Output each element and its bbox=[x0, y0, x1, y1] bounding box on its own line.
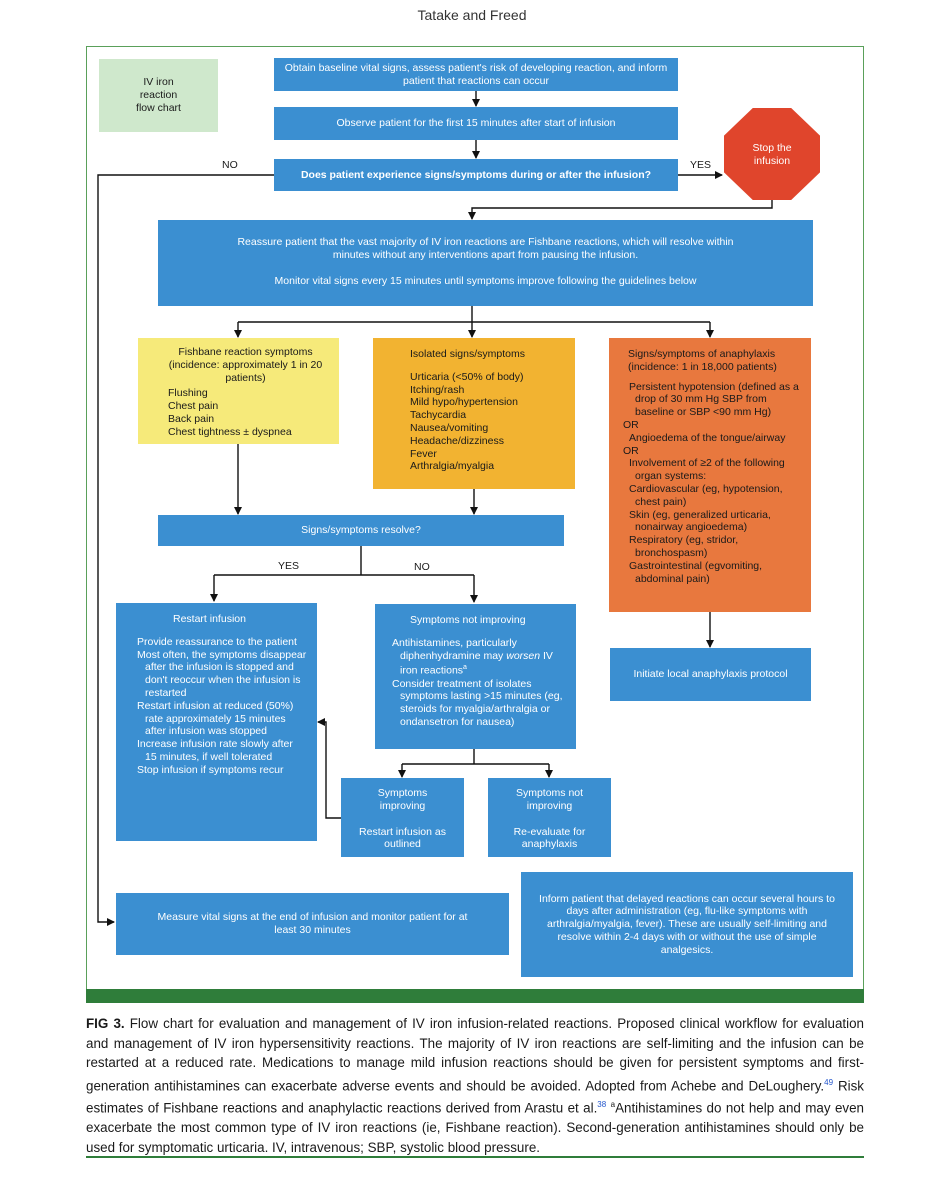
caption-text-1: Flow chart for evaluation and management… bbox=[86, 1016, 864, 1093]
stop-line-2: infusion bbox=[753, 155, 791, 167]
list-item: Skin (eg, generalized urticaria, nonairw… bbox=[629, 508, 771, 534]
arrow-no-measure bbox=[97, 174, 274, 926]
reference-49-link[interactable]: 49 bbox=[824, 1077, 834, 1087]
restart-list: Provide reassurance to the patient Most … bbox=[137, 636, 307, 777]
figure-label: FIG 3. bbox=[86, 1016, 125, 1031]
anaphylaxis-protocol-text: Initiate local anaphylaxis protocol bbox=[633, 668, 788, 681]
list-item: Tachycardia bbox=[410, 409, 467, 422]
isolated-title: Isolated signs/symptoms bbox=[410, 348, 525, 360]
fishbane-box: Fishbane reaction symptoms (incidence: a… bbox=[138, 338, 339, 444]
monitor-text: Monitor vital signs every 15 minutes unt… bbox=[274, 274, 697, 287]
list-item: Back pain bbox=[168, 412, 215, 425]
list-item: Chest pain bbox=[168, 400, 219, 413]
reassure-box: Reassure patient that the vast majority … bbox=[158, 220, 813, 306]
list-item: Restart infusion at reduced (50%) rate a… bbox=[137, 699, 294, 738]
treatment-note: Consider treatment of isolates symptoms … bbox=[392, 677, 563, 729]
title-line-2: reaction bbox=[139, 89, 178, 102]
anaphylaxis-angioedema: Angioedema of the tongue/airway bbox=[629, 431, 786, 444]
restart-title: Restart infusion bbox=[173, 613, 246, 625]
fishbane-list: Flushing Chest pain Back pain Chest tigh… bbox=[168, 387, 327, 438]
delayed-reactions-text: Inform patient that delayed reactions ca… bbox=[539, 892, 835, 956]
list-item: Fever bbox=[410, 447, 437, 460]
organ-system-list: Cardiovascular (eg, hypotension, chest p… bbox=[623, 483, 801, 585]
anaphylaxis-title: Signs/symptoms of anaphylaxis (incidence… bbox=[628, 348, 777, 373]
anaphylaxis-protocol-box: Initiate local anaphylaxis protocol bbox=[610, 648, 811, 701]
measure-vitals-box: Measure vital signs at the end of infusi… bbox=[116, 893, 509, 955]
stop-line-1: Stop the bbox=[752, 142, 792, 154]
anaphylaxis-box: Signs/symptoms of anaphylaxis (incidence… bbox=[609, 338, 811, 612]
step-baseline-text: Obtain baseline vital signs, assess pati… bbox=[284, 61, 668, 87]
list-item: Gastrointestinal (egvomiting, abdominal … bbox=[629, 559, 763, 585]
list-item: Nausea/vomiting bbox=[410, 421, 489, 434]
running-head: Tatake and Freed bbox=[417, 7, 527, 23]
not-improving-title: Symptoms not improving bbox=[410, 614, 526, 626]
question-resolve-box: Signs/symptoms resolve? bbox=[158, 515, 564, 546]
step-observe-box: Observe patient for the first 15 minutes… bbox=[274, 107, 678, 140]
footnote-mark: a bbox=[610, 1100, 616, 1110]
caption-text-2: Risk estimates of Fishbane reactions and… bbox=[86, 1077, 864, 1116]
delayed-reactions-box: Inform patient that delayed reactions ca… bbox=[521, 872, 853, 977]
yes-label: YES bbox=[690, 159, 712, 171]
step-baseline-box: Obtain baseline vital signs, assess pati… bbox=[274, 58, 678, 91]
bottom-rule bbox=[86, 1156, 864, 1158]
no2-label: NO bbox=[414, 561, 430, 573]
arrow-stop-reassure bbox=[468, 200, 773, 220]
list-item: Increase infusion rate slowly after 15 m… bbox=[137, 738, 293, 763]
stop-infusion-octagon: Stop the infusion bbox=[724, 108, 820, 200]
list-item: Mild hypo/hypertension bbox=[410, 396, 518, 409]
isolated-list: Urticaria (<50% of body) Itching/rash Mi… bbox=[410, 371, 563, 473]
improving-title: Symptoms improving bbox=[377, 787, 428, 812]
not-improving-box: Symptoms not improving Antihistamines, p… bbox=[375, 604, 576, 749]
list-item: Flushing bbox=[168, 387, 208, 400]
list-item: Most often, the symptoms disappear after… bbox=[137, 648, 307, 699]
not-improving-small-title: Symptoms not improving bbox=[515, 787, 584, 812]
step-observe-text: Observe patient for the first 15 minutes… bbox=[336, 117, 616, 130]
antihistamine-footnote-mark: a bbox=[463, 664, 467, 672]
list-item: Headache/dizziness bbox=[410, 434, 504, 447]
list-item: Stop infusion if symptoms recur bbox=[137, 763, 284, 776]
symptoms-not-improving-box: Symptoms not improving Re-evaluate for a… bbox=[488, 778, 611, 857]
list-item: Respiratory (eg, stridor, bronchospasm) bbox=[629, 534, 739, 559]
list-item: Provide reassurance to the patient bbox=[137, 635, 297, 648]
title-line-1: IV iron bbox=[143, 76, 174, 89]
figure-bottom-bar bbox=[86, 989, 864, 1003]
list-item: Urticaria (<50% of body) bbox=[410, 370, 524, 383]
list-item: Chest tightness ± dyspnea bbox=[168, 425, 292, 438]
antihistamine-note: Antihistamines, particularly diphenhydra… bbox=[392, 637, 566, 678]
yes2-label: YES bbox=[278, 560, 300, 572]
antihistamine-text-post: IV iron reactions bbox=[400, 649, 553, 677]
anaphylaxis-organ-systems: Involvement of ≥2 of the following organ… bbox=[629, 457, 785, 483]
anaphylaxis-or-2: OR bbox=[623, 444, 639, 457]
list-item: Arthralgia/myalgia bbox=[410, 460, 495, 473]
list-item: Cardiovascular (eg, hypotension, chest p… bbox=[629, 482, 783, 508]
reassure-text: Reassure patient that the vast majority … bbox=[237, 236, 734, 261]
symptoms-improving-box: Symptoms improving Restart infusion as o… bbox=[341, 778, 464, 857]
improving-action: Restart infusion as outlined bbox=[359, 825, 446, 851]
figure-caption: FIG 3. Flow chart for evaluation and man… bbox=[86, 1014, 864, 1157]
restart-box: Restart infusion Provide reassurance to … bbox=[116, 603, 317, 841]
no-label: NO bbox=[222, 159, 238, 171]
caption-text-3: Antihistamines do not help and may even … bbox=[86, 1100, 864, 1155]
reference-38-link[interactable]: 38 bbox=[597, 1100, 607, 1110]
anaphylaxis-hypotension: Persistent hypotension (defined as a dro… bbox=[629, 380, 799, 419]
title-line-3: flow chart bbox=[136, 101, 181, 114]
antihistamine-text-emphasis: worsen bbox=[506, 649, 541, 662]
isolated-box: Isolated signs/symptoms Urticaria (<50% … bbox=[373, 338, 575, 489]
flowchart-title-box: IV iron reaction flow chart bbox=[99, 59, 218, 132]
measure-vitals-text: Measure vital signs at the end of infusi… bbox=[157, 911, 468, 936]
arrow-improving-restart bbox=[317, 718, 341, 819]
antihistamine-text-pre: Antihistamines, particularly diphenhydra… bbox=[392, 636, 517, 662]
fishbane-title: Fishbane reaction symptoms (incidence: a… bbox=[168, 346, 323, 384]
not-improving-small-action: Re-evaluate for anaphylaxis bbox=[513, 825, 586, 851]
anaphylaxis-or-1: OR bbox=[623, 418, 639, 431]
question-symptoms-box: Does patient experience signs/symptoms d… bbox=[274, 159, 678, 191]
question-resolve-text: Signs/symptoms resolve? bbox=[301, 524, 421, 537]
list-item: Itching/rash bbox=[410, 383, 465, 396]
question-symptoms-text: Does patient experience signs/symptoms d… bbox=[300, 168, 652, 181]
